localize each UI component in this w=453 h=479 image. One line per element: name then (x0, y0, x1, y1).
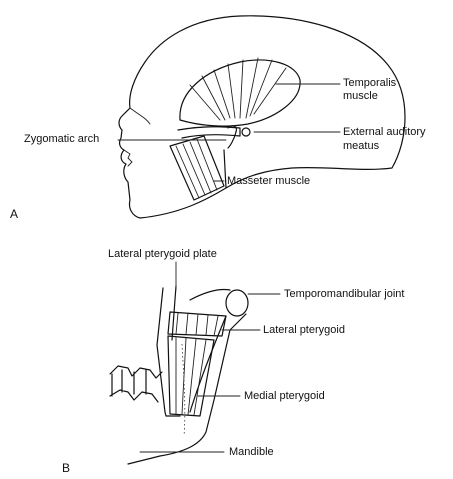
orbit-line (129, 107, 151, 125)
label-masseter-muscle: Masseter muscle (227, 175, 311, 187)
label-temporomandibular-joint: Temporomandibular joint (284, 288, 405, 300)
hamulus (164, 411, 181, 417)
tmj-condyle-b (225, 289, 249, 317)
panel-letter-a: A (10, 207, 19, 221)
medial-pterygoid-fibers (175, 337, 207, 416)
tmj-condyle (227, 125, 237, 149)
masseter-fibers (175, 138, 218, 199)
leaders-panel-a (117, 83, 341, 182)
external-auditory-meatus (241, 127, 251, 137)
panel-letter-b: B (62, 461, 71, 475)
label-lateral-pterygoid-plate: Lateral pterygoid plate (108, 248, 217, 260)
label-mandible: Mandible (229, 446, 274, 458)
teeth-b (109, 365, 163, 403)
label-external-auditory-line1: External auditory (343, 126, 426, 138)
label-medial-pterygoid: Medial pterygoid (244, 390, 325, 402)
label-external-auditory-line2: meatus (343, 140, 380, 152)
masseter-outline (169, 135, 225, 201)
label-temporalis-line1: Temporalis (343, 77, 397, 89)
ramus-anterior (189, 315, 227, 413)
label-zygomatic-arch: Zygomatic arch (24, 133, 100, 145)
label-temporalis-line2: muscle (343, 90, 378, 102)
pterygoid-plate-inner (171, 285, 177, 341)
medial-pterygoid-outline (167, 335, 215, 417)
lateral-pterygoid-outline (167, 311, 227, 337)
ramus-posterior (127, 313, 247, 465)
pterygoid-drawing (109, 285, 249, 465)
skull-base-b (189, 288, 231, 301)
leaders-panel-b (139, 261, 281, 453)
skull-drawing (118, 15, 406, 219)
pterygoid-plate (156, 287, 166, 413)
mandible-ramus-a (223, 149, 227, 189)
label-lateral-pterygoid: Lateral pterygoid (263, 324, 345, 336)
lateral-pterygoid-fibers (175, 312, 219, 337)
zygomatic-arch (177, 126, 241, 139)
temporalis-outline (179, 59, 301, 127)
temporalis-fibers (189, 57, 287, 121)
teeth (123, 149, 133, 167)
